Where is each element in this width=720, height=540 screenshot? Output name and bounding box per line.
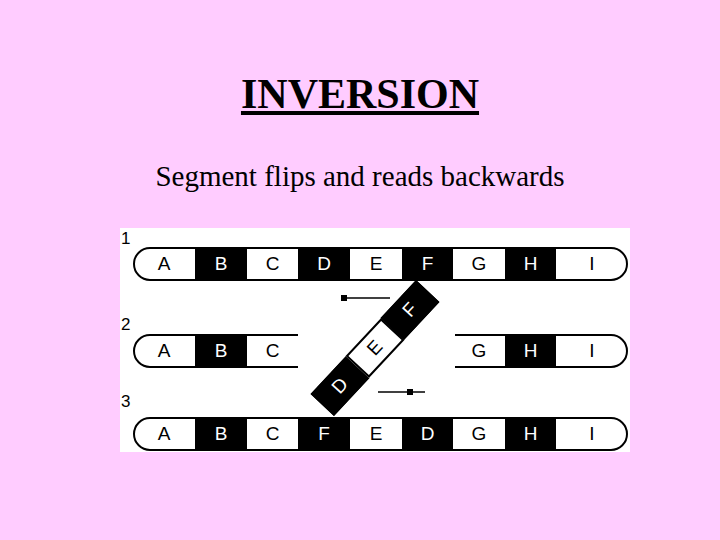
segment-letter: C xyxy=(266,253,280,275)
segment-letter: G xyxy=(472,253,487,275)
chromosome-outline xyxy=(134,335,298,367)
segment-letter: E xyxy=(370,423,383,445)
chromosome-outline xyxy=(455,335,627,367)
segment-letter: G xyxy=(472,340,487,362)
gene-segment: D xyxy=(402,418,453,450)
figure-ground xyxy=(120,228,630,452)
segment-letter: H xyxy=(524,340,538,362)
segment-letter: I xyxy=(589,253,594,275)
segment-letter: F xyxy=(398,298,422,321)
gene-segment: C xyxy=(247,418,298,450)
arrow-dot xyxy=(341,295,347,301)
gene-segment: G xyxy=(453,335,505,367)
gene-segment: C xyxy=(247,335,298,367)
segment-letter: D xyxy=(327,373,352,398)
gene-segment: B xyxy=(195,248,247,280)
gene-segment: G xyxy=(453,248,505,280)
gene-segment: F xyxy=(402,248,453,280)
gene-segment: D xyxy=(298,248,350,280)
motion-arrow xyxy=(378,391,425,393)
segment-letter: C xyxy=(266,340,280,362)
segment-letter: I xyxy=(589,423,594,445)
gene-segment: B xyxy=(195,335,247,367)
gene-segment: F xyxy=(298,418,350,450)
segment-letter: A xyxy=(158,340,171,362)
step-number: 1 xyxy=(121,229,130,249)
chromosome-outline xyxy=(134,418,627,450)
segment-letter: H xyxy=(524,423,538,445)
gene-segment: A xyxy=(133,418,195,450)
segment-letter: A xyxy=(158,253,171,275)
segment-letter: G xyxy=(472,423,487,445)
motion-arrow xyxy=(344,297,390,299)
segment-letter: D xyxy=(421,423,435,445)
slide-subtitle: Segment flips and reads backwards xyxy=(0,160,720,193)
segment-letter: F xyxy=(318,423,330,445)
gene-segment: I xyxy=(556,335,628,367)
gene-segment: B xyxy=(195,418,247,450)
slide-title: INVERSION xyxy=(0,70,720,118)
gene-segment: E xyxy=(350,418,402,450)
segment-letter: H xyxy=(524,253,538,275)
gene-segment: A xyxy=(133,335,195,367)
gene-segment: H xyxy=(505,335,556,367)
gene-segment: I xyxy=(556,248,628,280)
segment-letter: B xyxy=(215,423,228,445)
segment-letter: E xyxy=(370,253,383,275)
segment-letter: A xyxy=(158,423,171,445)
gene-segment: I xyxy=(556,418,628,450)
segment-letter: C xyxy=(266,423,280,445)
gene-segment: A xyxy=(133,248,195,280)
segment-letter: E xyxy=(363,336,388,360)
gene-segment: C xyxy=(247,248,298,280)
segment-letter: D xyxy=(317,253,331,275)
segment-letter: B xyxy=(215,253,228,275)
gene-segment: G xyxy=(453,418,505,450)
segment-letter: F xyxy=(422,253,434,275)
step-number: 3 xyxy=(121,392,130,412)
step-number: 2 xyxy=(121,315,130,335)
segment-letter: B xyxy=(215,340,228,362)
gene-segment: H xyxy=(505,418,556,450)
chromosome-outline xyxy=(134,248,627,280)
arrow-dot xyxy=(407,389,413,395)
gene-segment: H xyxy=(505,248,556,280)
gene-segment: E xyxy=(350,248,402,280)
segment-letter: I xyxy=(589,340,594,362)
